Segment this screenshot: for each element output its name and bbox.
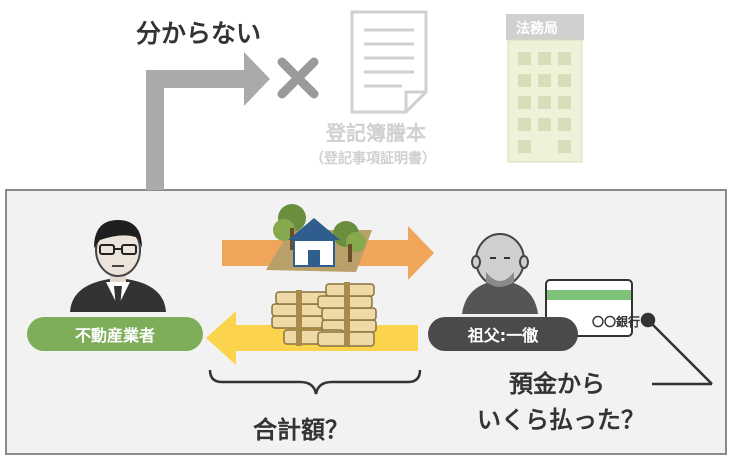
building-icon (506, 14, 584, 163)
payment-question-line1: 預金から (509, 370, 605, 398)
unknown-label: 分からない (136, 19, 262, 48)
dealer-badge: 不動産業者 (27, 317, 203, 351)
grandfather-person-icon (462, 233, 538, 314)
dealer-person-icon (70, 220, 166, 312)
bank-name-label: 〇〇銀行 (592, 315, 641, 329)
grandfather-badge: 祖父:一徹 (428, 317, 578, 351)
inquiry-arrow (146, 52, 270, 190)
legal-office-label: 法務局 (516, 21, 558, 37)
money-bundle-icon (271, 282, 377, 347)
total-amount-question: 合計額？ (253, 416, 349, 444)
house-land-icon (266, 204, 372, 272)
registry-document-subtitle: （登記事項証明書） (310, 151, 436, 167)
registry-document-title: 登記簿謄本 (326, 121, 426, 145)
cross-icon (277, 57, 319, 99)
total-bracket (208, 369, 422, 395)
payment-question-line2: いくら払った？ (477, 406, 645, 434)
passbook-leader-line (640, 312, 713, 386)
document-icon (350, 10, 428, 114)
